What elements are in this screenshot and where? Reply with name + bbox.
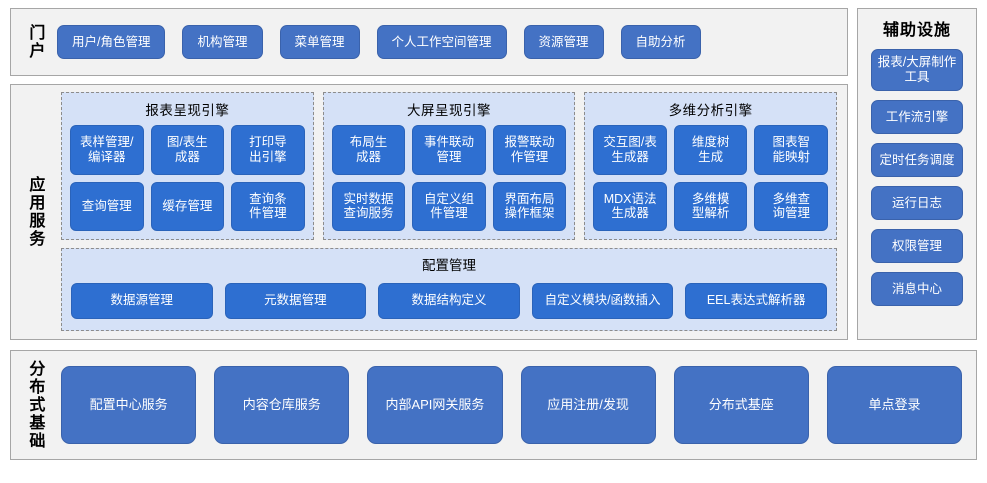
engine-cell-query-management[interactable]: 查询管理	[70, 181, 144, 231]
configuration-management-section: 配置管理 数据源管理 元数据管理 数据结构定义 自定义模块/函数插入 EEL表达…	[61, 248, 837, 331]
engine-multidimensional-analysis-grid: 交互图/表 生成器 维度树 生成 图表智 能映射 MDX语法 生成器 多维模 型…	[593, 125, 828, 231]
application-services-content: 报表呈现引擎 表样管理/ 编译器 图/表生 成器 打印导 出引擎 查询管理 缓存…	[57, 85, 847, 339]
aux-button-message-center[interactable]: 消息中心	[871, 272, 963, 306]
portal-button-workspace[interactable]: 个人工作空间管理	[376, 25, 507, 59]
aux-button-runtime-log[interactable]: 运行日志	[871, 186, 963, 220]
engines-row: 报表呈现引擎 表样管理/ 编译器 图/表生 成器 打印导 出引擎 查询管理 缓存…	[61, 92, 838, 240]
engine-cell-alarm-linkage-action-management[interactable]: 报警联动 作管理	[492, 125, 567, 175]
configuration-management-list: 数据源管理 元数据管理 数据结构定义 自定义模块/函数插入 EEL表达式解析器	[71, 280, 827, 321]
base-button-content-repository-service[interactable]: 内容仓库服务	[214, 366, 350, 444]
portal-button-org[interactable]: 机构管理	[182, 25, 263, 59]
application-services-section: 应用服务 报表呈现引擎 表样管理/ 编译器 图/表生 成器 打印导 出引擎 查询…	[10, 84, 848, 340]
config-button-custom-module-function-insert[interactable]: 自定义模块/函数插入	[531, 282, 674, 319]
portal-section-label: 门户	[26, 24, 44, 60]
portal-button-menu[interactable]: 菜单管理	[279, 25, 360, 59]
config-button-data-structure-definition[interactable]: 数据结构定义	[378, 282, 520, 319]
auxiliary-facilities-title: 辅助设施	[882, 22, 951, 39]
portal-section: 门户 用户/角色管理 机构管理 菜单管理 个人工作空间管理 资源管理 自助分析	[10, 8, 848, 76]
engine-report-rendering-title: 报表呈现引擎	[145, 103, 230, 118]
aux-button-scheduled-task[interactable]: 定时任务调度	[871, 143, 963, 177]
engine-cell-chart-table-generator[interactable]: 图/表生 成器	[150, 125, 225, 175]
portal-button-user-role[interactable]: 用户/角色管理	[57, 25, 166, 59]
engine-report-rendering-grid: 表样管理/ 编译器 图/表生 成器 打印导 出引擎 查询管理 缓存管理 查询条 …	[70, 125, 305, 231]
engine-cell-custom-component-management[interactable]: 自定义组 件管理	[412, 181, 486, 231]
portal-button-self-service-analysis[interactable]: 自助分析	[620, 25, 701, 59]
auxiliary-facilities-section: 辅助设施 报表/大屏制作工具 工作流引擎 定时任务调度 运行日志 权限管理 消息…	[857, 8, 977, 340]
config-button-eel-expression-parser[interactable]: EEL表达式解析器	[685, 282, 827, 319]
configuration-management-title: 配置管理	[422, 258, 476, 273]
engine-cell-chart-smart-mapping[interactable]: 图表智 能映射	[754, 125, 828, 175]
engine-report-rendering: 报表呈现引擎 表样管理/ 编译器 图/表生 成器 打印导 出引擎 查询管理 缓存…	[61, 92, 314, 240]
portal-button-resource[interactable]: 资源管理	[523, 25, 604, 59]
distributed-base-section: 分布式基础 配置中心服务 内容仓库服务 内部API网关服务 应用注册/发现 分布…	[10, 350, 977, 460]
aux-button-permission-management[interactable]: 权限管理	[871, 229, 963, 263]
aux-button-workflow-engine[interactable]: 工作流引擎	[871, 100, 963, 134]
application-services-label: 应用服务	[26, 176, 44, 248]
auxiliary-facilities-list: 报表/大屏制作工具 工作流引擎 定时任务调度 运行日志 权限管理 消息中心	[858, 49, 976, 306]
engine-large-screen-rendering-grid: 布局生 成器 事件联动 管理 报警联动 作管理 实时数据 查询服务 自定义组 件…	[331, 125, 567, 231]
distributed-base-list: 配置中心服务 内容仓库服务 内部API网关服务 应用注册/发现 分布式基座 单点…	[57, 351, 976, 459]
base-button-distributed-foundation[interactable]: 分布式基座	[673, 366, 809, 444]
engine-cell-multidimensional-model-parsing[interactable]: 多维模 型解析	[673, 181, 748, 231]
engine-cell-dimension-tree-generation[interactable]: 维度树 生成	[673, 125, 748, 175]
engine-large-screen-rendering: 大屏呈现引擎 布局生 成器 事件联动 管理 报警联动 作管理 实时数据 查询服务…	[322, 92, 576, 240]
base-button-config-center-service[interactable]: 配置中心服务	[61, 366, 197, 444]
engine-cell-query-condition-management[interactable]: 查询条 件管理	[231, 181, 305, 231]
engine-cell-event-linkage-management[interactable]: 事件联动 管理	[412, 125, 486, 175]
engine-cell-realtime-data-query-service[interactable]: 实时数据 查询服务	[331, 181, 406, 231]
engine-large-screen-rendering-title: 大屏呈现引擎	[407, 103, 491, 118]
engine-cell-mdx-syntax-generator[interactable]: MDX语法 生成器	[593, 181, 667, 231]
engine-cell-report-template-compiler[interactable]: 表样管理/ 编译器	[70, 125, 144, 175]
base-button-single-sign-on[interactable]: 单点登录	[826, 366, 963, 444]
engine-cell-layout-generator[interactable]: 布局生 成器	[331, 125, 406, 175]
config-button-metadata-management[interactable]: 元数据管理	[224, 282, 367, 319]
base-button-app-registration-discovery[interactable]: 应用注册/发现	[520, 366, 656, 444]
engine-cell-ui-layout-operation-framework[interactable]: 界面布局 操作框架	[492, 181, 567, 231]
engine-multidimensional-analysis: 多维分析引擎 交互图/表 生成器 维度树 生成 图表智 能映射 MDX语法 生成…	[584, 92, 838, 240]
engine-multidimensional-analysis-title: 多维分析引擎	[668, 103, 753, 118]
aux-button-report-screen-tool[interactable]: 报表/大屏制作工具	[871, 49, 963, 91]
engine-cell-cache-management[interactable]: 缓存管理	[150, 181, 225, 231]
engine-cell-interactive-chart-table-generator[interactable]: 交互图/表 生成器	[593, 125, 667, 175]
portal-button-row: 用户/角色管理 机构管理 菜单管理 个人工作空间管理 资源管理 自助分析	[57, 25, 847, 59]
distributed-base-label: 分布式基础	[26, 360, 44, 450]
base-button-internal-api-gateway-service[interactable]: 内部API网关服务	[367, 366, 503, 444]
engine-cell-print-export-engine[interactable]: 打印导 出引擎	[231, 125, 305, 175]
engine-cell-multidimensional-query-management[interactable]: 多维查 询管理	[754, 181, 828, 231]
config-button-datasource-management[interactable]: 数据源管理	[71, 282, 213, 319]
